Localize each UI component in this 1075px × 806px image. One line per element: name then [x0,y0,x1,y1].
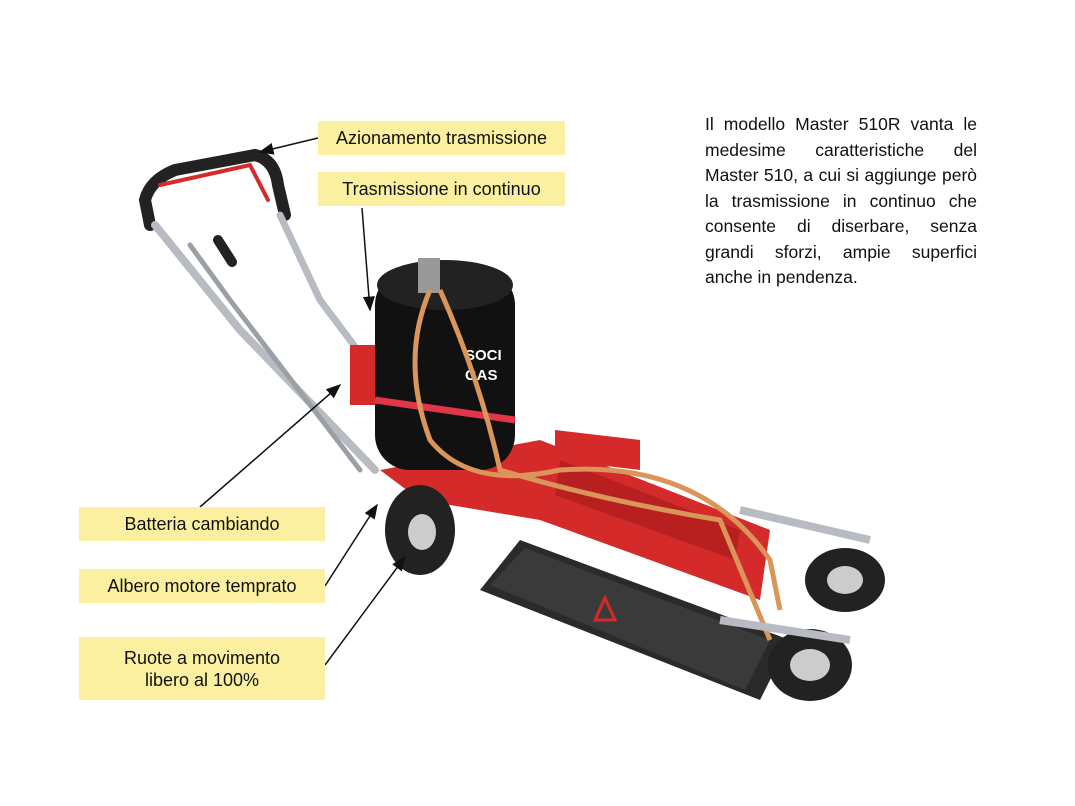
label-azionamento-trasmissione: Azionamento trasmissione [318,121,565,155]
gas-hose-2 [437,288,773,641]
handlebar [138,148,384,474]
label-ruote-line1: Ruote a movimento [123,647,281,668]
label-ruote: Ruote a movimento libero al 100% [79,637,325,700]
label-ruote-line2: libero al 100% [144,669,260,690]
gas-hose [412,289,783,611]
label-trasmissione-continuo: Trasmissione in continuo [318,172,565,206]
product-description: Il modello Master 510R vanta le medesime… [705,114,977,287]
svg-text:SOCI: SOCI [465,347,502,364]
label-albero-motore: Albero motore temprato [79,569,325,603]
burner-deck [480,540,790,700]
wheels [385,485,885,701]
label-batteria: Batteria cambiando [79,507,325,541]
callout-arrows [199,137,406,666]
